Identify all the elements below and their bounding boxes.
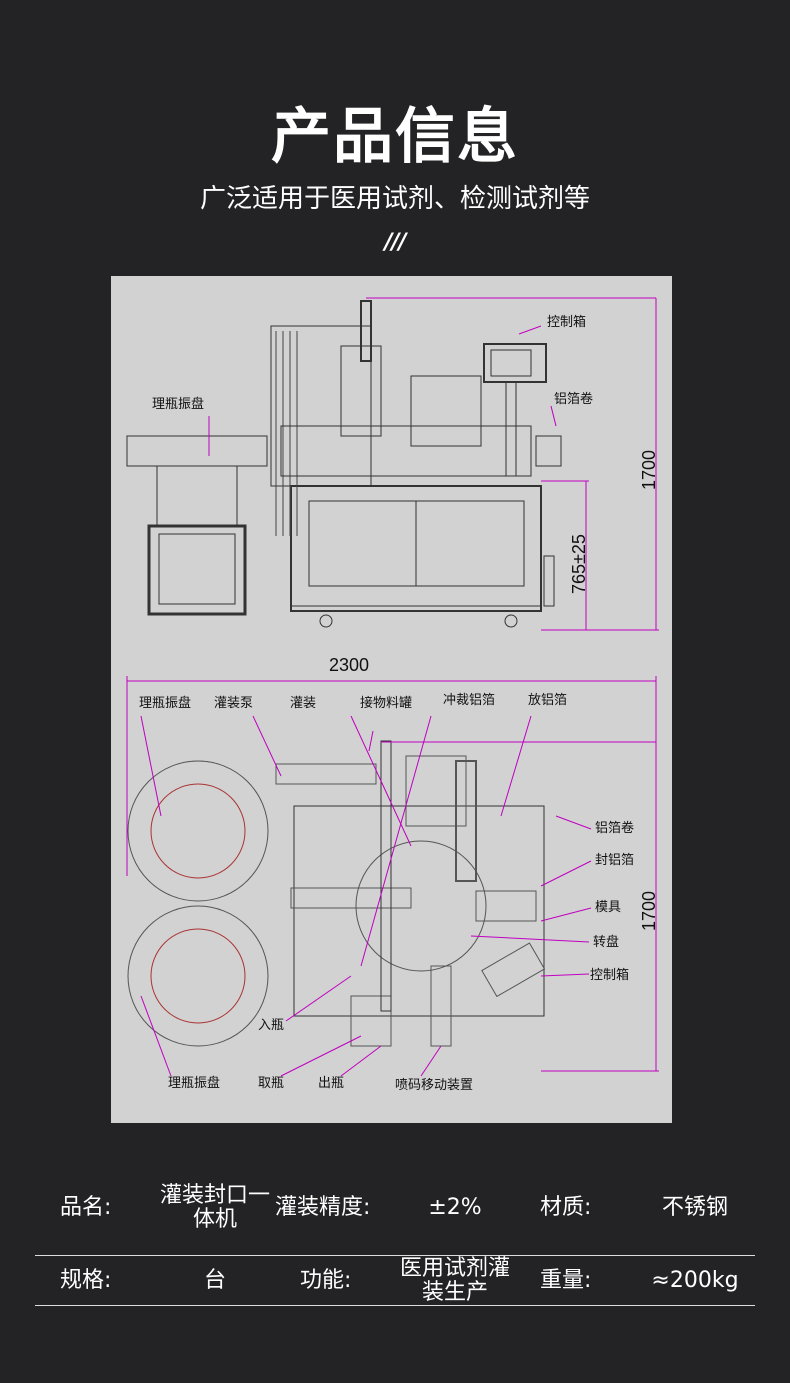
spec-label-weight: 重量:: [540, 1267, 592, 1293]
label-filling: 灌装: [290, 696, 316, 711]
top-dimensions: [140, 715, 659, 1077]
page-title: 产品信息: [271, 102, 519, 172]
dim-width: 2300: [329, 655, 369, 675]
machine-cabinet: [290, 485, 542, 612]
spec-row-1: 品名: 灌装封口一体机 灌装精度: ±2% 材质: 不锈钢: [35, 1175, 755, 1240]
spec-value-material: 不锈钢: [661, 1194, 728, 1220]
spec-label-material: 材质:: [540, 1194, 592, 1220]
spec-value-function: 医用试剂灌装生产: [399, 1255, 510, 1305]
spec-label-spec: 规格:: [60, 1267, 112, 1293]
label-bottle-sorter-1: 理瓶振盘: [139, 695, 191, 711]
front-view: [126, 300, 562, 628]
spec-value-name: 灌装封口一体机: [159, 1182, 270, 1232]
label-filling-pump: 灌装泵: [214, 696, 253, 711]
label-control-box: 控制箱: [547, 314, 586, 330]
top-view: [127, 740, 546, 1047]
label-control-box-top: 控制箱: [590, 967, 629, 983]
label-bottle-sorter: 理瓶振盘: [152, 396, 204, 412]
spec-label-name: 品名:: [60, 1194, 112, 1220]
spec-label-function: 功能:: [300, 1267, 352, 1293]
label-take-bottle: 取瓶: [258, 1076, 284, 1091]
label-receiving-tank: 接物料罐: [360, 695, 412, 711]
front-dimensions: [126, 297, 659, 876]
spec-value-spec: 台: [203, 1267, 226, 1293]
spec-label-accuracy: 灌装精度:: [275, 1194, 371, 1220]
label-bottle-out: 出瓶: [318, 1076, 344, 1091]
filling-pump: [275, 763, 377, 785]
divider-slashes: ///: [384, 230, 406, 255]
page-subtitle: 广泛适用于医用试剂、检测试剂等: [199, 184, 590, 214]
spec-value-weight: ≈200kg: [651, 1267, 739, 1293]
label-bottle-in: 入瓶: [258, 1018, 284, 1033]
dim-height: 1700: [639, 450, 659, 490]
control-panel: [483, 343, 547, 383]
machine-drawing-svg: 控制箱 铝箔卷 理瓶振盘 1700 765±25 2300 理瓶振盘 灌装泵 灌…: [126, 297, 659, 1093]
label-mold: 模具: [595, 900, 621, 915]
spec-divider-2: [35, 1305, 755, 1306]
machine-drawing: 控制箱 铝箔卷 理瓶振盘 1700 765±25 2300 理瓶振盘 灌装泵 灌…: [111, 276, 672, 1123]
label-coding-device: 喷码移动装置: [395, 1078, 473, 1093]
label-feed-foil: 放铝箔: [528, 692, 567, 708]
spec-divider-1: [35, 1255, 755, 1256]
label-seal-foil: 封铝箔: [595, 852, 634, 868]
spec-row-2: 规格: 台 功能: 医用试剂灌装生产 重量: ≈200kg: [35, 1256, 755, 1305]
label-foil-roll-top: 铝箔卷: [595, 820, 634, 836]
spec-value-accuracy: ±2%: [428, 1194, 482, 1220]
dim-table-height: 765±25: [569, 534, 589, 594]
dim-depth: 1700: [639, 891, 659, 931]
sorter-hopper: [126, 435, 268, 467]
label-foil-roll: 铝箔卷: [554, 391, 593, 407]
label-punch-foil: 冲裁铝箔: [443, 692, 495, 708]
label-bottle-sorter-2: 理瓶振盘: [168, 1075, 220, 1091]
label-turntable: 转盘: [593, 934, 619, 950]
